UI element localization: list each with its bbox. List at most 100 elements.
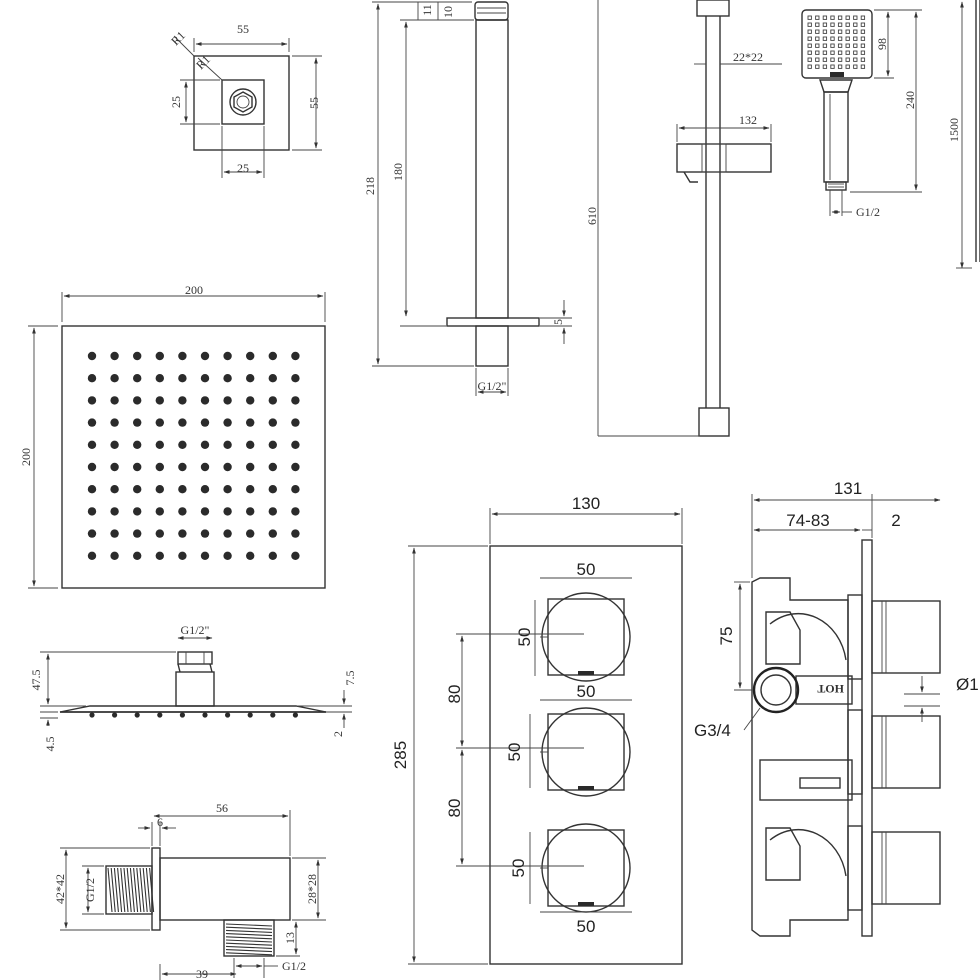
elbow-plate-label: 6 [157, 815, 163, 829]
valve-inlet-outer [752, 666, 800, 714]
nozzle-dot [178, 485, 187, 494]
side-inlet-label: G3/4 [694, 721, 731, 740]
hand-nozzle [830, 22, 835, 27]
shower-head-top-view: 200 200 [19, 283, 326, 589]
nozzle-dot [291, 374, 300, 383]
hand-nozzle [822, 64, 828, 69]
nozzle-dot [246, 551, 255, 560]
hand-nozzle [830, 43, 835, 48]
arm-thread-label: G1/2" [478, 379, 507, 393]
hand-nozzle [830, 57, 835, 62]
side-nut [177, 651, 213, 665]
nozzle-dot [246, 440, 255, 449]
nozzle-dot [268, 551, 277, 560]
hand-shower-head [801, 9, 873, 79]
nozzle-dot [200, 418, 210, 427]
hand-nozzle [830, 50, 835, 55]
thread-line [129, 867, 135, 913]
knob-square-2 [547, 713, 625, 791]
nozzle-dot [223, 351, 232, 361]
plate-nut-inner [236, 95, 250, 109]
side-diameter-label: Ø1 [956, 675, 979, 694]
nozzle-dot [223, 551, 232, 560]
rail-section-label: 22*22 [733, 50, 763, 64]
nozzle-dot [155, 374, 164, 383]
hand-shower-neck [819, 79, 853, 93]
hand-nozzle [815, 36, 820, 41]
side-nozzle [202, 712, 208, 718]
hand-nozzle [815, 50, 820, 55]
hand-nozzle [837, 29, 843, 34]
hand-nozzle [837, 64, 843, 69]
elbow-bottom-label: 39 [196, 967, 208, 980]
side-left-height-label: 47.5 [29, 670, 43, 691]
hand-nozzle [837, 50, 843, 55]
hand-nozzle [845, 57, 850, 62]
nozzle-dot [110, 485, 119, 494]
nozzle-dot [223, 485, 232, 494]
head-width-label: 200 [185, 283, 203, 297]
nozzle-dot [291, 396, 300, 405]
arm-tube [475, 19, 509, 319]
elbow-width-label: 56 [216, 801, 228, 815]
nozzle-dot [87, 396, 97, 405]
hand-nozzle [860, 29, 866, 34]
nozzle-dot [200, 529, 210, 538]
elbow-outlet-thread-label: G1/2 [282, 959, 306, 973]
hand-nozzle [830, 36, 835, 41]
hand-nozzle [815, 64, 820, 69]
arm-flange-label: 5 [551, 319, 565, 325]
thread-line [225, 926, 273, 930]
nozzle-dot [223, 396, 232, 405]
hand-nozzle [822, 29, 828, 34]
thread-line [133, 867, 139, 913]
thread-line [139, 867, 145, 913]
arm-tube-height-label: 180 [391, 163, 405, 181]
hand-nozzle [845, 43, 850, 48]
hand-nozzle [860, 57, 866, 62]
nozzle-dot [246, 396, 255, 405]
plate-radius-label-a: R1 [168, 28, 188, 48]
thread-line [225, 933, 273, 937]
valve-body [751, 577, 849, 937]
nozzle-dot [246, 485, 255, 494]
valve-cartridge-3 [765, 827, 801, 881]
side-knob-3 [871, 831, 941, 905]
hand-nozzle [845, 50, 850, 55]
nozzle-dot [246, 351, 255, 361]
hand-nozzle [853, 15, 858, 20]
nozzle-dot [178, 440, 187, 449]
thread-line [225, 942, 273, 946]
head-height-label: 200 [19, 448, 33, 466]
nozzle-dot [223, 507, 232, 516]
nozzle-dot [133, 374, 142, 383]
thread-line [113, 867, 119, 913]
hand-shower-height-label: 240 [903, 91, 917, 109]
nozzle-dot [268, 418, 277, 427]
hand-shower-nozzles [807, 15, 866, 69]
hand-nozzle [822, 57, 828, 62]
valve-front-view: 130 285 50 50 80 50 50 80 50 50 [391, 494, 683, 965]
side-nozzle [292, 712, 298, 718]
plate-nut-outer [229, 88, 257, 116]
nozzle-dot [110, 418, 119, 427]
nozzle-dot [133, 462, 142, 472]
hand-nozzle [822, 50, 828, 55]
nozzle-dot [155, 396, 164, 405]
hand-nozzle [845, 36, 850, 41]
wall-elbow-view: 6 56 42*42 G1/2 28*28 13 G1/2 39 [53, 801, 326, 980]
hand-nozzle [837, 22, 843, 27]
nozzle-dot [87, 485, 97, 494]
side-nozzle [89, 712, 95, 718]
nozzle-dot [268, 440, 277, 449]
side-right-height-label: 7.5 [343, 671, 357, 686]
thread-line [225, 952, 273, 956]
side-knob-2 [871, 715, 941, 789]
side-cover-plate [861, 539, 873, 937]
nozzle-dot [133, 551, 142, 560]
nozzle-dot [155, 485, 164, 494]
nozzle-dot [246, 374, 255, 383]
nozzle-dot [155, 462, 164, 472]
nozzle-dot [178, 351, 187, 361]
nozzle-dot [268, 507, 277, 516]
